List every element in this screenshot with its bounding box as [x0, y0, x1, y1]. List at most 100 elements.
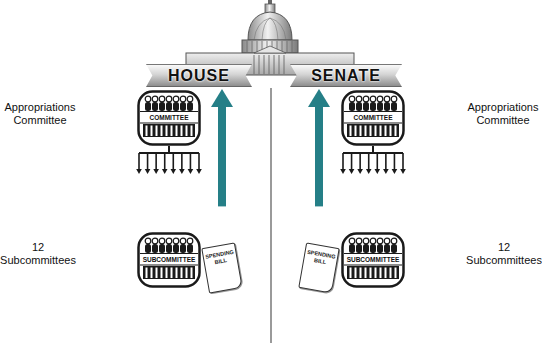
desk-stripe: [350, 268, 352, 279]
arrow-head: [145, 169, 151, 174]
desk-stripe: [395, 268, 397, 279]
spending-bill-paper: SPENDING BILL: [298, 242, 339, 293]
person-head: [180, 96, 186, 102]
band-line: [140, 264, 198, 265]
arrow-head: [392, 169, 398, 174]
person-body: [187, 102, 193, 111]
fan-arrow-shaft: [198, 153, 200, 170]
desk-stripe: [191, 126, 193, 137]
desk-front: [143, 124, 195, 137]
desk-stripe: [365, 268, 367, 279]
portico-columns: [254, 55, 284, 74]
person-head: [159, 96, 165, 102]
band-line: [140, 111, 198, 112]
arrow-head: [374, 169, 380, 174]
arrow-shaft: [315, 106, 323, 206]
desk-front: [143, 266, 195, 279]
band-line: [140, 122, 198, 123]
band-line: [344, 111, 402, 112]
committee-icon: SUBCOMMITTEE: [341, 232, 405, 288]
person-head: [145, 96, 151, 102]
person-head: [187, 96, 193, 102]
capitol-drum: [242, 40, 298, 53]
desk-stripe: [186, 126, 188, 137]
desk-stripe: [390, 268, 392, 279]
person-body: [356, 244, 362, 253]
person-head: [363, 96, 369, 102]
desk-stripe: [161, 268, 163, 279]
desk-stripe: [370, 126, 372, 137]
arrow-head: [357, 169, 363, 174]
bill-title: SPENDING BILL: [304, 248, 338, 267]
desk-stripe: [385, 268, 387, 279]
committee-icon: COMMITTEE: [137, 90, 201, 146]
person-body: [370, 102, 376, 111]
person-head: [370, 96, 376, 102]
band-line: [140, 253, 198, 254]
desk-stripe: [380, 126, 382, 137]
fan-arrow-shaft: [376, 153, 378, 170]
person-head: [187, 238, 193, 244]
person-head: [349, 96, 355, 102]
icon-caption: SUBCOMMITTEE: [141, 254, 197, 265]
person-head: [384, 96, 390, 102]
person-head: [173, 238, 179, 244]
desk-stripe: [171, 268, 173, 279]
desk-stripe: [161, 126, 163, 137]
person-head: [166, 238, 172, 244]
band-line: [344, 264, 402, 265]
arrow-head: [188, 169, 194, 174]
chamber-name: HOUSE: [168, 67, 230, 85]
icon-caption: COMMITTEE: [141, 112, 197, 123]
fan-stem: [168, 146, 170, 153]
connector: [340, 146, 406, 174]
person-head: [384, 238, 390, 244]
fan-arrow-shaft: [172, 153, 174, 170]
person-head: [152, 238, 158, 244]
person-body: [173, 244, 179, 253]
person-body: [391, 244, 397, 253]
person-body: [349, 102, 355, 111]
person-body: [145, 102, 151, 111]
desk-stripe: [146, 126, 148, 137]
band-line: [344, 253, 402, 254]
person-body: [152, 102, 158, 111]
side-label: 12 Subcommittees: [464, 241, 542, 267]
fan-arrow-shaft: [359, 153, 361, 170]
chamber-banner: SENATE: [290, 64, 402, 87]
desk-stripe: [375, 268, 377, 279]
arrow-head: [153, 169, 159, 174]
arrow-head: [162, 169, 168, 174]
connector: [136, 146, 202, 174]
dome-ribs: [254, 18, 286, 40]
desk-stripe: [390, 126, 392, 137]
arrow-head: [366, 169, 372, 174]
connector: [308, 89, 330, 206]
fan-arrow-shaft: [385, 153, 387, 170]
fan-arrow-shaft: [368, 153, 370, 170]
connector: [211, 89, 233, 206]
committee-icon: COMMITTEE: [341, 90, 405, 146]
fan-arrow-shaft: [342, 153, 344, 170]
divider-line: [270, 88, 272, 343]
person-body: [370, 244, 376, 253]
person-body: [391, 102, 397, 111]
person-head: [145, 238, 151, 244]
person-body: [377, 102, 383, 111]
icon-caption: SUBCOMMITTEE: [345, 254, 401, 265]
desk-stripe: [181, 126, 183, 137]
desk-stripe: [146, 268, 148, 279]
desk-stripe: [385, 126, 387, 137]
person-head: [356, 96, 362, 102]
fan-arrow-shaft: [190, 153, 192, 170]
capitol-statue: [268, 0, 272, 4]
person-head: [356, 238, 362, 244]
fan-stem: [372, 146, 374, 153]
person-head: [159, 238, 165, 244]
arrow-head: [349, 169, 355, 174]
capitol-pediment: [254, 46, 286, 53]
person-body: [159, 102, 165, 111]
desk-stripe: [166, 268, 168, 279]
